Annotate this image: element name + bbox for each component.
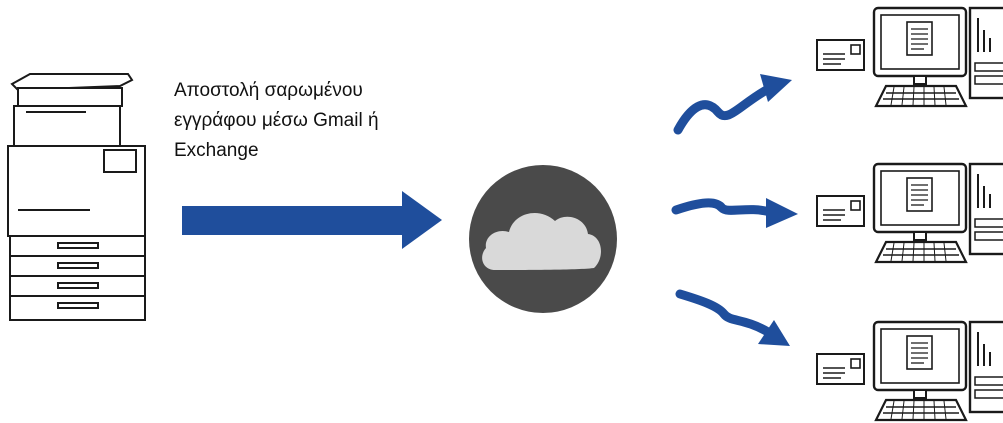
multifunction-printer-icon bbox=[7, 73, 146, 321]
caption-line-1: Αποστολή σαρωμένου bbox=[174, 80, 363, 101]
delivery-arrow-1 bbox=[673, 74, 792, 135]
desktop-computer-icon bbox=[872, 162, 1003, 264]
envelope-icon bbox=[816, 195, 865, 227]
caption-line-2: εγγράφου μέσω Gmail ή bbox=[174, 110, 379, 131]
desktop-computer-icon bbox=[872, 6, 1003, 108]
recipient-1 bbox=[816, 6, 1003, 108]
delivery-arrow-2 bbox=[671, 198, 798, 228]
caption-line-3: Exchange bbox=[174, 140, 259, 161]
desktop-computer-icon bbox=[872, 320, 1003, 422]
cloud-icon bbox=[469, 165, 617, 313]
recipient-3 bbox=[816, 320, 1003, 422]
recipient-2 bbox=[816, 162, 1003, 264]
envelope-icon bbox=[816, 39, 865, 71]
send-caption: Αποστολή σαρωμένου εγγράφου μέσω Gmail ή… bbox=[174, 76, 379, 166]
envelope-icon bbox=[816, 353, 865, 385]
delivery-arrow-3 bbox=[675, 289, 790, 346]
send-arrow bbox=[182, 191, 442, 249]
